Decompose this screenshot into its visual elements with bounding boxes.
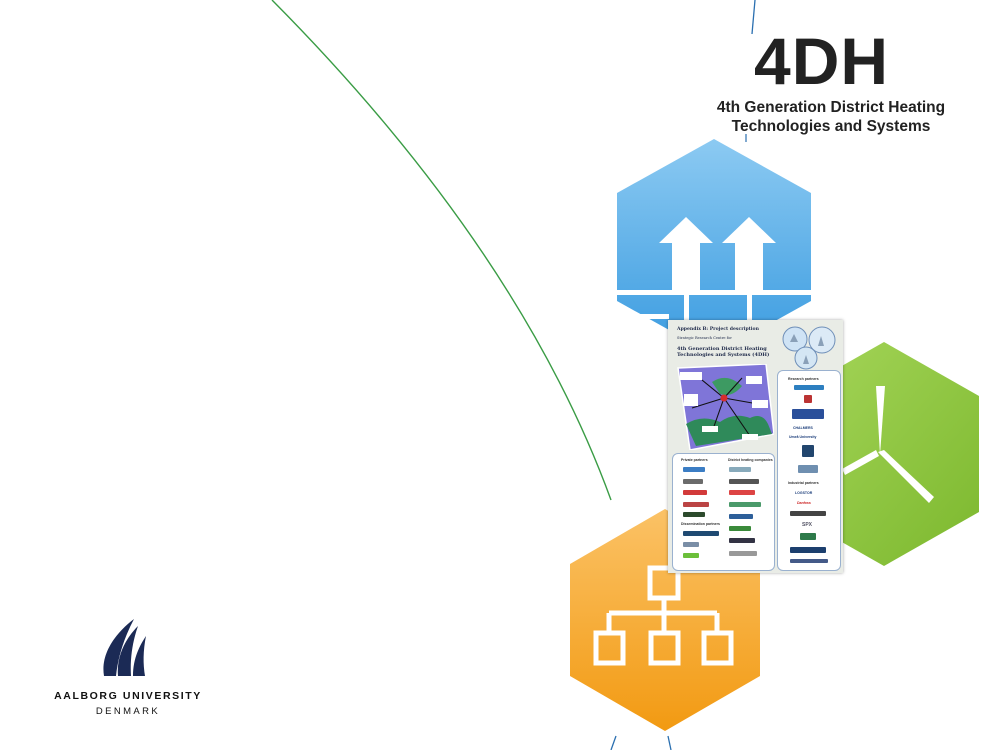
blue-tick-line-bottom2 — [667, 735, 672, 750]
doc-danfoss: Danfoss — [797, 501, 811, 505]
doc-research-panel: Research partners CHALMERS Umeå Universi… — [777, 370, 841, 571]
partner-logo — [683, 502, 709, 507]
doc-partners-panel: Private partners District heating compan… — [672, 453, 775, 571]
blue-tick-line-top — [751, 0, 756, 35]
doc-photo-circles — [782, 326, 838, 370]
partner-logo — [792, 409, 824, 419]
partner-logo — [683, 490, 707, 495]
partner-logo — [729, 551, 757, 556]
university-country: DENMARK — [95, 706, 161, 717]
wind-turbine-icon — [842, 386, 934, 503]
doc-dissemination-partners: Dissemination partners — [681, 522, 720, 526]
partner-logo — [683, 542, 699, 547]
doc-industrial-partners: Industrial partners — [788, 481, 819, 485]
doc-heading: Appendix B: Project description — [677, 327, 759, 332]
blue-hexagon — [617, 139, 811, 355]
partner-logo — [790, 547, 826, 553]
partner-logo — [683, 467, 705, 472]
doc-district-heating: District heating companies — [728, 458, 773, 462]
logo-subtitle-line1: 4th Generation District Heating — [716, 99, 946, 116]
partner-logo — [800, 533, 816, 540]
doc-title-line1: 4th Generation District Heating — [677, 346, 767, 352]
green-arc-line — [271, 0, 612, 501]
network-hierarchy-icon — [593, 565, 734, 666]
aau-wave-logo-icon — [103, 619, 146, 676]
partner-logo — [683, 553, 699, 558]
doc-private-partners: Private partners — [681, 458, 708, 462]
partner-logo — [802, 445, 814, 457]
doc-spx: SPX — [802, 522, 813, 528]
partner-logo — [790, 559, 828, 563]
partner-logo — [729, 538, 755, 543]
partner-logo — [790, 511, 826, 516]
doc-umea: Umeå University — [789, 435, 817, 439]
partner-logo — [683, 512, 705, 517]
logo-4dh-title: 4DH — [754, 24, 890, 98]
partner-logo — [729, 502, 761, 507]
logo-subtitle: 4th Generation District Heating Technolo… — [700, 98, 962, 136]
doc-title-line2: Technologies and Systems (4DH) — [677, 352, 770, 358]
doc-logstor: LOGSTOR — [795, 491, 813, 495]
partner-logo — [794, 385, 824, 390]
doc-research-partners: Research partners — [788, 377, 819, 381]
partner-logo — [804, 395, 812, 403]
house-arrows-icon — [617, 217, 811, 330]
university-name: AALBORG UNIVERSITY — [54, 690, 202, 702]
doc-subheading: Strategic Research Centre for — [677, 336, 732, 340]
partner-logo — [683, 479, 703, 484]
partner-logo — [729, 467, 751, 472]
project-description-thumbnail: Appendix B: Project description Strategi… — [668, 320, 843, 573]
blue-tick-line-bottom — [610, 735, 617, 750]
logo-subtitle-line2: Technologies and Systems — [731, 118, 931, 135]
partner-logo — [729, 526, 751, 531]
partner-logo — [729, 514, 753, 519]
doc-chalmers: CHALMERS — [793, 426, 813, 430]
doc-map — [672, 363, 775, 451]
partner-logo — [798, 465, 818, 473]
partner-logo — [729, 479, 759, 484]
partner-logo — [729, 490, 755, 495]
partner-logo — [683, 531, 719, 536]
